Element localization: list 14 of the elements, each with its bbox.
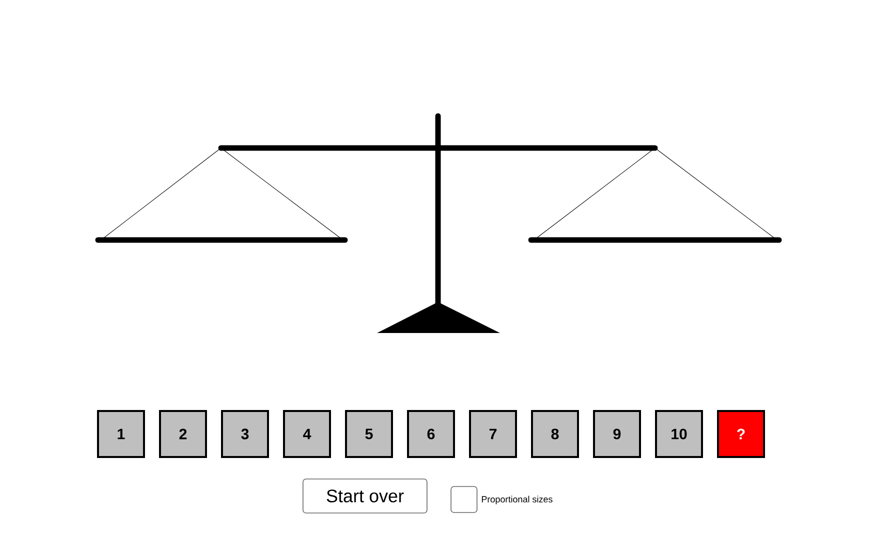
checkbox [450, 486, 478, 513]
weight-box: 1 [97, 410, 145, 458]
checkbox-label: Proportional sizes [482, 496, 552, 504]
start-over-button: Start over [302, 478, 428, 514]
weight-box: 8 [531, 410, 579, 458]
weight-box: 7 [469, 410, 517, 458]
weight-box: 5 [345, 410, 393, 458]
weight-box: 6 [407, 410, 455, 458]
weight-box: 10 [655, 410, 703, 458]
weight-box: 3 [221, 410, 269, 458]
weight-box: 4 [283, 410, 331, 458]
weight-box: 2 [159, 410, 207, 458]
weight-box: ? [717, 410, 765, 458]
weight-box: 9 [593, 410, 641, 458]
